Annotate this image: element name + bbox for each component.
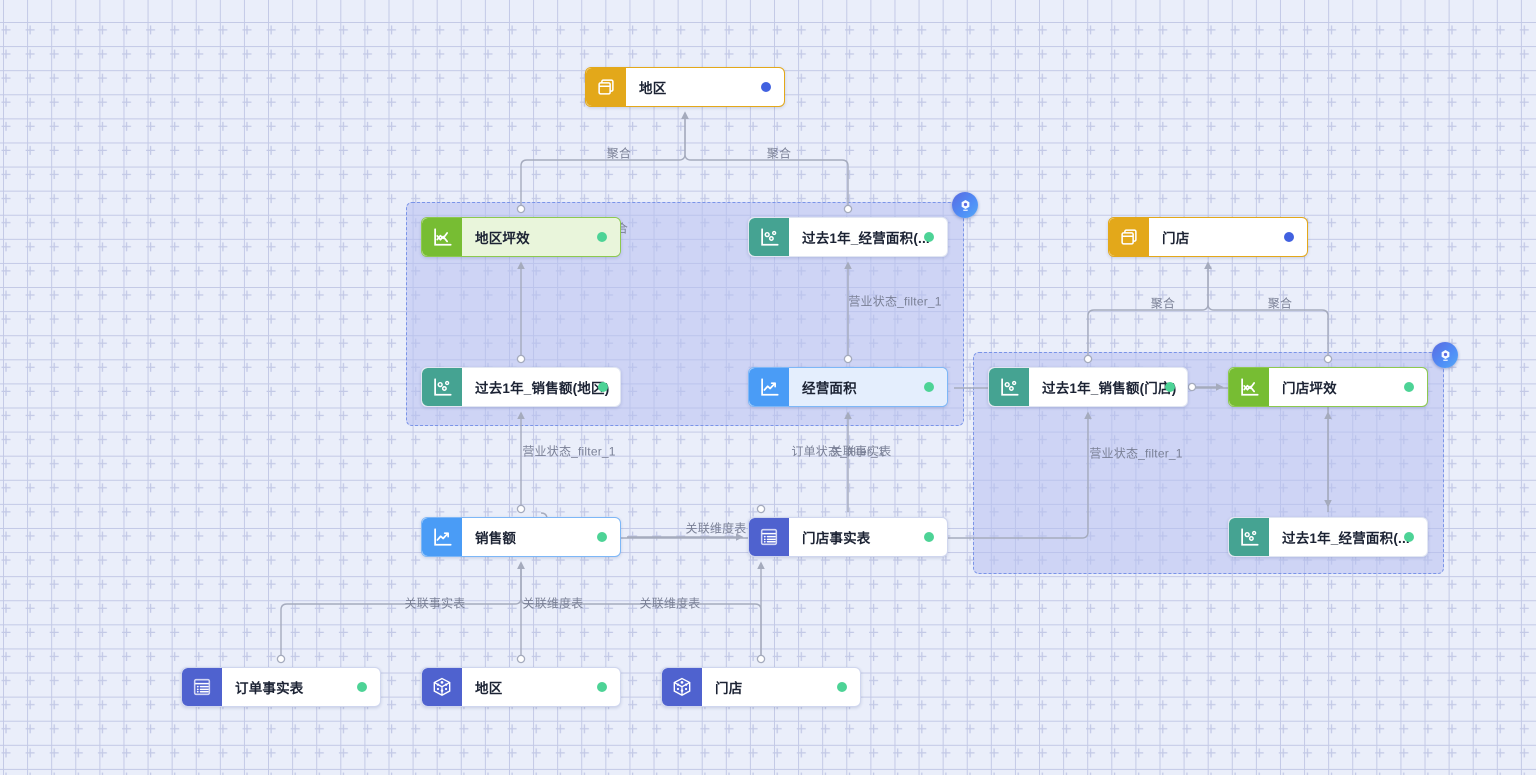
node-metric-sales-1y-region[interactable]: 过去1年_销售额(地区) <box>421 367 621 407</box>
node-label: 过去1年_销售额(地区) <box>475 381 610 396</box>
node-status-dot <box>597 532 607 542</box>
node-fact-store[interactable]: 门店事实表 <box>748 517 948 557</box>
node-body[interactable]: 过去1年_销售额(地区) <box>462 368 620 406</box>
node-icon-line-chart-icon <box>422 218 462 256</box>
node-label: 门店坪效 <box>1282 381 1337 396</box>
node-fact-order[interactable]: 订单事实表 <box>181 667 381 707</box>
node-label: 地区坪效 <box>475 231 530 246</box>
node-icon-cube-dimension-icon <box>662 668 702 706</box>
edge-label-lbl-agg-2: 聚合 <box>766 146 792 161</box>
scatter-chart-icon <box>1001 378 1019 396</box>
node-icon-cube-dimension-icon <box>422 668 462 706</box>
node-icon-table-list-icon <box>182 668 222 706</box>
table-list-icon <box>193 678 211 696</box>
node-dim-store-top[interactable]: 门店 <box>1108 217 1308 257</box>
node-metric-store-eff[interactable]: 门店坪效 <box>1228 367 1428 407</box>
node-label: 经营面积 <box>802 381 857 396</box>
edge-label-lbl-dim-4: 关联维度表 <box>522 596 584 611</box>
node-status-dot <box>1284 232 1294 242</box>
node-metric-area[interactable]: 经营面积 <box>748 367 948 407</box>
settings-cube-icon <box>961 199 969 211</box>
node-status-dot <box>924 382 934 392</box>
node-body[interactable]: 门店 <box>1149 218 1307 256</box>
trend-chart-icon <box>761 378 779 396</box>
node-label: 过去1年_经营面积(... <box>802 231 930 246</box>
table-list-icon <box>760 528 778 546</box>
node-body[interactable]: 门店坪效 <box>1269 368 1427 406</box>
node-dim-region-top[interactable]: 地区 <box>585 67 785 107</box>
node-body[interactable]: 过去1年_经营面积(... <box>789 218 947 256</box>
node-icon-scatter-chart-icon <box>749 218 789 256</box>
node-label: 销售额 <box>475 531 517 546</box>
group-settings-button-left[interactable] <box>952 192 978 218</box>
edge-label-lbl-agg-5: 聚合 <box>1267 296 1293 311</box>
node-icon-scatter-chart-icon <box>989 368 1029 406</box>
node-dim-store-bottom[interactable]: 门店 <box>661 667 861 707</box>
cube-dimension-icon <box>673 677 691 697</box>
node-label: 门店 <box>715 681 743 696</box>
node-icon-table-list-icon <box>749 518 789 556</box>
edge-label-lbl-dim-5: 关联维度表 <box>639 596 701 611</box>
node-icon-line-chart-icon <box>1229 368 1269 406</box>
node-status-dot <box>1404 382 1414 392</box>
node-body[interactable]: 地区坪效 <box>462 218 620 256</box>
node-status-dot <box>597 232 607 242</box>
node-body[interactable]: 门店 <box>702 668 860 706</box>
trend-chart-icon <box>434 528 452 546</box>
node-body[interactable]: 销售额 <box>462 518 620 556</box>
node-status-dot <box>761 82 771 92</box>
node-status-dot <box>924 532 934 542</box>
dataset-stack-icon <box>1121 229 1137 245</box>
node-dim-region-bottom[interactable]: 地区 <box>421 667 621 707</box>
edge-label-lbl-fact-1: 关联事实表 <box>830 444 892 459</box>
edge-label-lbl-order-st: 订单状态_filter_1 <box>791 444 885 459</box>
node-label: 门店 <box>1162 231 1190 246</box>
node-label: 门店事实表 <box>802 531 871 546</box>
edge-label-lbl-agg-4: 聚合 <box>1150 296 1176 311</box>
node-metric-area-1y-b[interactable]: 过去1年_经营面积(... <box>1228 517 1428 557</box>
node-metric-area-1y-a[interactable]: 过去1年_经营面积(... <box>748 217 948 257</box>
node-icon-dataset-stack-icon <box>1109 218 1149 256</box>
node-label: 过去1年_经营面积(... <box>1282 531 1410 546</box>
cube-dimension-icon <box>433 677 451 697</box>
node-status-dot <box>924 232 934 242</box>
dataset-stack-icon <box>598 79 614 95</box>
node-status-dot <box>837 682 847 692</box>
node-icon-trend-chart-icon <box>749 368 789 406</box>
settings-cube-icon <box>1441 349 1449 361</box>
node-body[interactable]: 过去1年_经营面积(... <box>1269 518 1427 556</box>
node-body[interactable]: 过去1年_销售额(门店) <box>1029 368 1187 406</box>
edge-label-lbl-fact-2: 关联事实表 <box>404 596 466 611</box>
node-metric-region-eff[interactable]: 地区坪效 <box>421 217 621 257</box>
node-metric-sales[interactable]: 销售额 <box>421 517 621 557</box>
node-metric-sales-1y-store[interactable]: 过去1年_销售额(门店) <box>988 367 1188 407</box>
node-body[interactable]: 门店事实表 <box>789 518 947 556</box>
node-body[interactable]: 地区 <box>626 68 784 106</box>
node-label: 订单事实表 <box>235 681 304 696</box>
node-icon-scatter-chart-icon <box>422 368 462 406</box>
scatter-chart-icon <box>1241 528 1259 546</box>
node-icon-trend-chart-icon <box>422 518 462 556</box>
node-status-dot <box>597 682 607 692</box>
node-icon-scatter-chart-icon <box>1229 518 1269 556</box>
node-status-dot <box>1404 532 1414 542</box>
node-body[interactable]: 经营面积 <box>789 368 947 406</box>
scatter-chart-icon <box>761 228 779 246</box>
node-status-dot <box>598 382 609 392</box>
edge-label-lbl-dim-1: 关联维度表 <box>685 521 747 536</box>
edge-label-lbl-filter-3: 营业状态_filter_1 <box>522 444 616 459</box>
node-body[interactable]: 订单事实表 <box>222 668 380 706</box>
node-status-dot <box>1165 382 1176 392</box>
node-body[interactable]: 地区 <box>462 668 620 706</box>
node-label: 地区 <box>475 681 503 696</box>
line-chart-icon <box>434 228 452 246</box>
node-label: 地区 <box>639 81 667 96</box>
group-settings-button-right[interactable] <box>1432 342 1458 368</box>
scatter-chart-icon <box>434 378 452 396</box>
edge-label-lbl-agg-1: 聚合 <box>606 146 632 161</box>
node-icon-dataset-stack-icon <box>586 68 626 106</box>
node-label: 过去1年_销售额(门店) <box>1042 381 1177 396</box>
line-chart-icon <box>1241 378 1259 396</box>
node-status-dot <box>357 682 367 692</box>
